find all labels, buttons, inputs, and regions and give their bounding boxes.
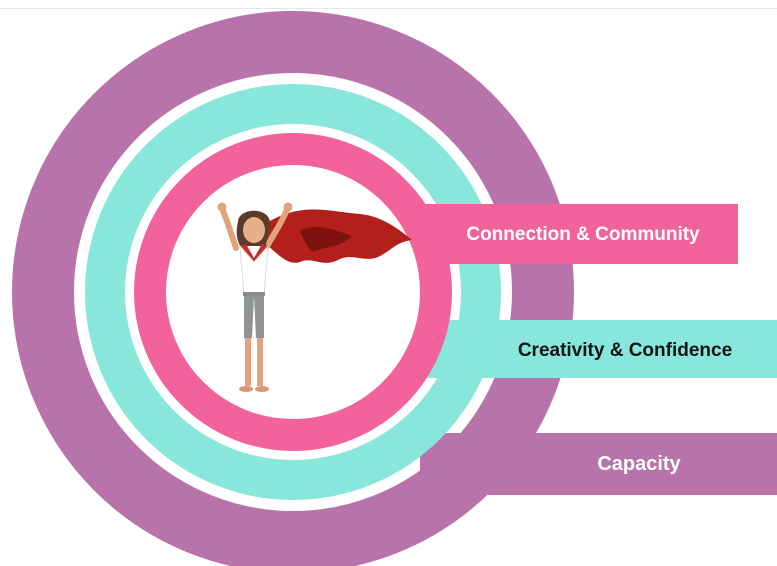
label-connection-community: Connection & Community bbox=[466, 224, 700, 245]
left-shin bbox=[245, 338, 251, 386]
left-leg bbox=[244, 296, 254, 338]
ring-creativity-circle bbox=[85, 84, 501, 500]
right-leg bbox=[254, 296, 264, 338]
superhero-woman-icon bbox=[217, 202, 412, 392]
face bbox=[243, 217, 265, 243]
top-divider bbox=[0, 0, 777, 9]
left-arm bbox=[219, 205, 239, 251]
right-shin bbox=[257, 338, 263, 386]
shirt bbox=[239, 244, 269, 297]
cape-shadow bbox=[300, 226, 352, 252]
right-shoe bbox=[255, 386, 269, 392]
ring-capacity: Capacity bbox=[12, 11, 777, 566]
band-connection-community bbox=[400, 204, 738, 264]
label-creativity-confidence: Creativity & Confidence bbox=[518, 340, 732, 361]
collar bbox=[240, 244, 268, 268]
label-capacity: Capacity bbox=[597, 453, 681, 475]
left-fist bbox=[217, 202, 227, 212]
ring-creativity-confidence: Creativity & Confidence bbox=[85, 84, 777, 500]
ring-connection-circle bbox=[134, 133, 452, 451]
right-fist bbox=[283, 202, 293, 212]
left-shoe bbox=[239, 386, 253, 392]
belt bbox=[243, 292, 265, 296]
right-arm bbox=[263, 205, 291, 251]
ring-capacity-circle bbox=[12, 11, 574, 566]
